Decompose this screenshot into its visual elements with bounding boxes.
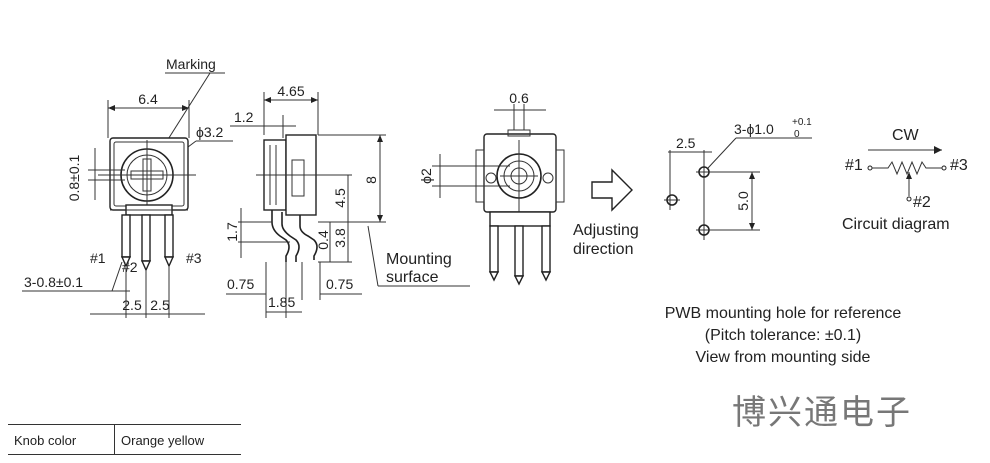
pwb-pitch-x-dim: 2.5 — [676, 135, 696, 151]
center-span-dim: 1.85 — [268, 294, 295, 310]
front-pin2-label: #2 — [122, 259, 138, 275]
front-width-dim: 6.4 — [138, 91, 158, 107]
pitch-left-dim: 2.5 — [122, 297, 142, 313]
circuit-pin2-label: #2 — [913, 194, 931, 211]
knob-color-value: Orange yellow — [114, 424, 241, 455]
hole-dim-main: 3-ϕ1.0 — [734, 121, 774, 137]
circuit-caption: Circuit diagram — [842, 216, 950, 233]
front-pin1-label: #1 — [90, 250, 106, 266]
knob-color-label: Knob color — [8, 424, 115, 455]
pwb-hole-pattern: 2.5 3-ϕ1.0 +0.1 0 5.0 PWB mounting hole … — [664, 117, 901, 366]
adjusting-label-line2: direction — [573, 241, 633, 258]
right-foot-dim: 0.75 — [326, 276, 353, 292]
small-offset-dim: 0.4 — [315, 230, 331, 250]
top-offset-dim: 1.2 — [234, 109, 254, 125]
cw-arrow-icon — [934, 146, 942, 154]
rear-view: 0.6 ϕ2 — [418, 90, 565, 286]
front-view: 6.4 Marking ϕ3.2 0.8±0.1 — [22, 56, 233, 318]
adjusting-arrow-icon — [591, 168, 633, 212]
resistor-symbol — [872, 160, 942, 176]
circuit-pin3-label: #3 — [950, 157, 968, 174]
pwb-caption-3: View from mounting side — [696, 349, 871, 366]
marking-label: Marking — [166, 56, 216, 72]
cw-label: CW — [892, 127, 920, 144]
circuit-pin1-label: #1 — [845, 157, 863, 174]
shaft-diameter-dim: ϕ2 — [418, 168, 434, 184]
watermark-text: 博兴通电子 — [732, 393, 912, 433]
pwb-caption-1: PWB mounting hole for reference — [665, 305, 902, 322]
slot-width-dim: 0.6 — [509, 90, 529, 106]
circuit-diagram: CW #1 #3 #2 Circuit diagram — [842, 127, 968, 233]
spec-row: Knob color Orange yellow — [8, 424, 241, 455]
mid-height-dim: 4.5 — [332, 188, 348, 208]
adjusting-label-line1: Adjusting — [573, 222, 639, 239]
side-view: 4.65 1.2 8 4.5 3.8 0.4 — [224, 83, 470, 318]
adjusting-direction: Adjusting direction — [573, 168, 639, 258]
pitch-right-dim: 2.5 — [150, 297, 170, 313]
depth-dim: 4.65 — [277, 83, 304, 99]
pwb-pitch-y-dim: 5.0 — [735, 191, 751, 211]
leg-length-dim: 3.8 — [332, 228, 348, 248]
height-dim: 8 — [363, 176, 379, 184]
lead-dim: 1.7 — [224, 222, 240, 242]
mounting-label-line2: surface — [386, 269, 439, 286]
mounting-label-line1: Mounting — [386, 251, 452, 268]
front-pin3-label: #3 — [186, 250, 202, 266]
hole-tol-lower: 0 — [794, 129, 800, 140]
left-foot-dim: 0.75 — [227, 276, 254, 292]
spec-table: Knob color Orange yellow — [8, 424, 241, 455]
hole-tol-upper: +0.1 — [792, 117, 812, 128]
offset-dim: 0.8±0.1 — [66, 154, 82, 201]
pin-width-dim: 3-0.8±0.1 — [24, 274, 83, 290]
knob-diameter-dim: ϕ3.2 — [196, 124, 224, 140]
pwb-caption-2: (Pitch tolerance: ±0.1) — [705, 327, 861, 344]
